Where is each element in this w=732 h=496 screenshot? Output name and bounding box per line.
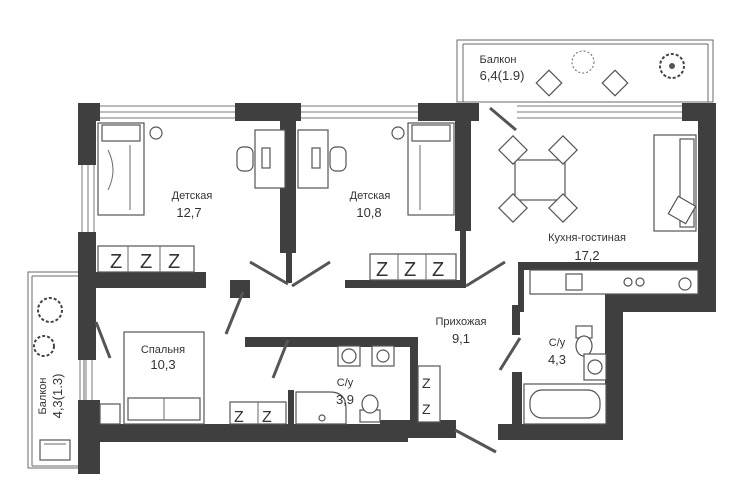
kitchen-counter (529, 269, 699, 295)
wardrobe-kids1: Z Z Z (97, 245, 195, 273)
wardrobe-kids2: Z Z Z (369, 253, 457, 281)
svg-text:6,4(1.9): 6,4(1.9) (480, 68, 525, 83)
balcony-left-outline (27, 271, 85, 469)
svg-text:Z: Z (376, 259, 388, 281)
svg-text:Z: Z (422, 375, 431, 391)
svg-text:Z: Z (110, 251, 122, 273)
bed-kids2 (407, 122, 455, 216)
balcony-bench (39, 439, 71, 461)
room-label-hall: Прихожая 9,1 (436, 316, 487, 346)
svg-text:10,8: 10,8 (356, 205, 381, 220)
room-label-bath1: С/у 3,9 (336, 377, 354, 407)
desk-kids1[interactable] (236, 129, 286, 189)
balcony-label-top: Балкон 6,4(1.9) (480, 54, 525, 83)
sink-bath1 (337, 345, 395, 367)
room-label-kids2: Детская 10,8 (350, 190, 391, 220)
svg-text:Кухня-гостиная: Кухня-гостиная (548, 232, 626, 244)
sink-bath2 (583, 353, 607, 381)
svg-text:Z: Z (422, 401, 431, 417)
dining-table[interactable] (498, 135, 578, 223)
desk-kids2[interactable] (297, 129, 347, 189)
svg-text:Z: Z (168, 251, 180, 273)
svg-text:10,3: 10,3 (150, 357, 175, 372)
walls (78, 103, 716, 474)
plant-icon (33, 297, 63, 357)
bed-kids1 (97, 122, 145, 216)
svg-text:Балкон: Балкон (480, 54, 517, 66)
svg-text:3,9: 3,9 (336, 392, 354, 407)
sofa[interactable] (653, 134, 697, 232)
plant-icon (659, 53, 685, 79)
room-label-bath2: С/у 4,3 (548, 337, 566, 367)
room-label-kitchen: Кухня-гостиная 17,2 (548, 232, 626, 263)
shower (295, 391, 347, 425)
svg-text:Z: Z (234, 409, 244, 426)
balcony-top-outline (456, 39, 714, 103)
svg-text:Прихожая: Прихожая (436, 316, 487, 328)
svg-text:9,1: 9,1 (452, 331, 470, 346)
svg-text:4,3(1.3): 4,3(1.3) (50, 374, 65, 419)
lamp-icon (391, 126, 405, 140)
svg-text:С/у: С/у (549, 337, 566, 349)
svg-text:Z: Z (432, 259, 444, 281)
bed-bedroom[interactable] (123, 331, 205, 425)
toilet-bath2 (575, 325, 593, 357)
lamp-icon (149, 126, 163, 140)
svg-text:12,7: 12,7 (176, 205, 201, 220)
svg-text:С/у: С/у (337, 377, 354, 389)
svg-text:Балкон: Балкон (37, 378, 49, 415)
bathtub (523, 383, 607, 425)
toilet-bath1 (359, 394, 381, 423)
balcony-label-left: Балкон 4,3(1.3) (37, 374, 65, 419)
svg-text:Z: Z (404, 259, 416, 281)
svg-text:Детская: Детская (172, 190, 213, 202)
svg-text:Z: Z (140, 251, 152, 273)
balcony-chairs (535, 50, 629, 97)
svg-text:17,2: 17,2 (574, 248, 599, 263)
room-label-bedroom: Спальня 10,3 (141, 344, 185, 372)
nightstand (99, 403, 121, 425)
doors (94, 106, 522, 454)
room-label-kids1: Детская 12,7 (172, 190, 213, 220)
wardrobe-bedroom: Z Z (229, 401, 287, 426)
svg-text:4,3: 4,3 (548, 352, 566, 367)
svg-text:Спальня: Спальня (141, 344, 185, 356)
laundry: Z Z (417, 365, 441, 423)
svg-text:Детская: Детская (350, 190, 391, 202)
svg-text:Z: Z (262, 409, 272, 426)
